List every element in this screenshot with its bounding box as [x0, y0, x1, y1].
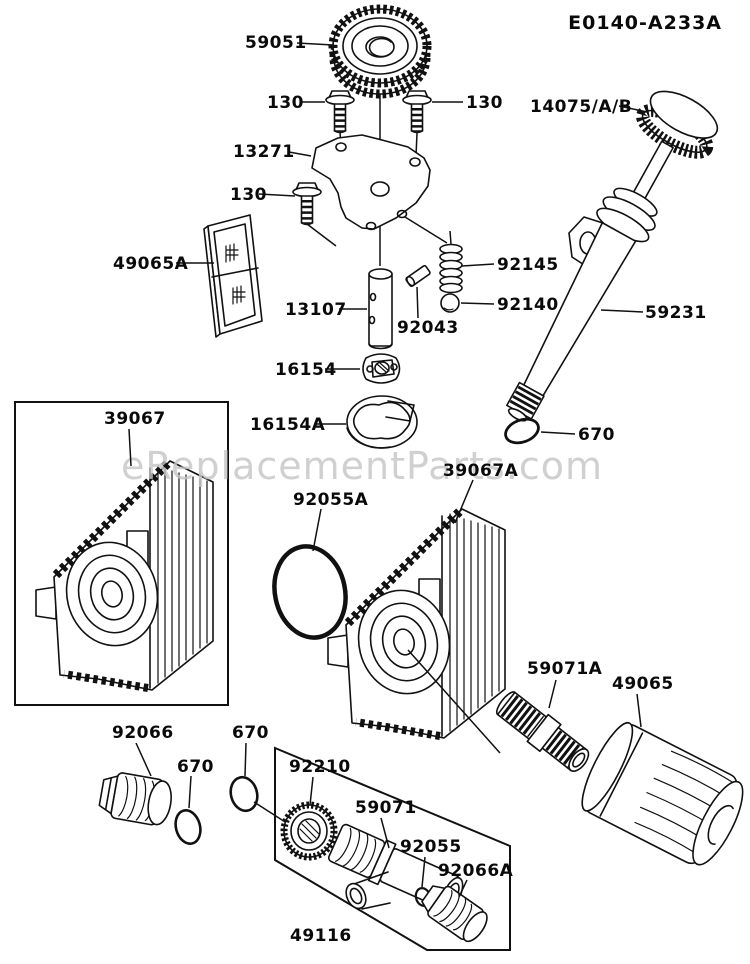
flange-bolt-top-left	[326, 91, 354, 132]
label-59051: 59051	[245, 33, 307, 53]
oil-filter	[581, 721, 744, 866]
oring-plug	[174, 808, 202, 846]
oring-large	[272, 544, 348, 640]
dowel-pin	[405, 265, 431, 287]
label-92043: 92043	[397, 318, 459, 338]
label-670-b: 670	[232, 723, 269, 743]
diagram-code: E0140-A233A	[568, 12, 722, 34]
label-49065: 49065	[612, 674, 674, 694]
label-59071A: 59071A	[527, 659, 603, 679]
lifter-cover-box	[14, 401, 229, 706]
label-92145: 92145	[497, 255, 559, 275]
label-670-dipstick: 670	[578, 425, 615, 445]
watermark: eReplacementParts.com	[121, 444, 603, 488]
camshaft-gear	[328, 4, 432, 99]
oil-filter-screen	[203, 214, 263, 338]
pump-rotor-inner	[362, 353, 401, 384]
label-13107: 13107	[285, 300, 347, 320]
label-130-a: 130	[267, 93, 304, 113]
governor-plate	[311, 134, 431, 231]
label-49065A: 49065A	[113, 254, 189, 274]
label-92140: 92140	[497, 295, 559, 315]
label-130-b: 130	[466, 93, 503, 113]
oil-fitting	[495, 691, 590, 772]
cover-39067A	[328, 509, 505, 738]
drain-plug	[98, 772, 172, 826]
label-670-a: 670	[177, 757, 214, 777]
label-92066: 92066	[112, 723, 174, 743]
pivot-tube	[368, 268, 393, 350]
label-92055A: 92055A	[293, 490, 369, 510]
leader-lines	[128, 42, 648, 898]
pump-rotor-outer	[346, 395, 418, 449]
label-16154A: 16154A	[250, 415, 326, 435]
label-130-c: 130	[230, 185, 267, 205]
valve-kit-box	[274, 746, 511, 951]
label-92210: 92210	[289, 757, 351, 777]
valve-spring	[439, 243, 463, 294]
plug-small	[421, 885, 488, 943]
label-49116: 49116	[290, 926, 352, 946]
oil-dipstick-tube	[506, 90, 719, 422]
fitting-assembly-line	[407, 649, 501, 754]
flange-bolt-lower-left	[293, 183, 321, 224]
check-ball	[440, 293, 460, 313]
oring-dipstick	[504, 417, 540, 445]
label-59071: 59071	[355, 798, 417, 818]
label-16154: 16154	[275, 360, 337, 380]
cover-39067	[36, 461, 213, 690]
label-39067: 39067	[104, 409, 166, 429]
label-14075: 14075/A/B	[530, 97, 632, 117]
ring-nut	[280, 801, 338, 861]
label-39067A: 39067A	[443, 461, 519, 481]
label-92066A: 92066A	[438, 861, 514, 881]
label-59231: 59231	[645, 303, 707, 323]
flange-bolt-top-right	[403, 91, 431, 132]
label-13271: 13271	[233, 142, 295, 162]
oring-nut	[229, 775, 259, 813]
label-92055: 92055	[400, 837, 462, 857]
part-labels: E0140-A233A 59051 130 130 13271 130 1407…	[104, 12, 722, 946]
